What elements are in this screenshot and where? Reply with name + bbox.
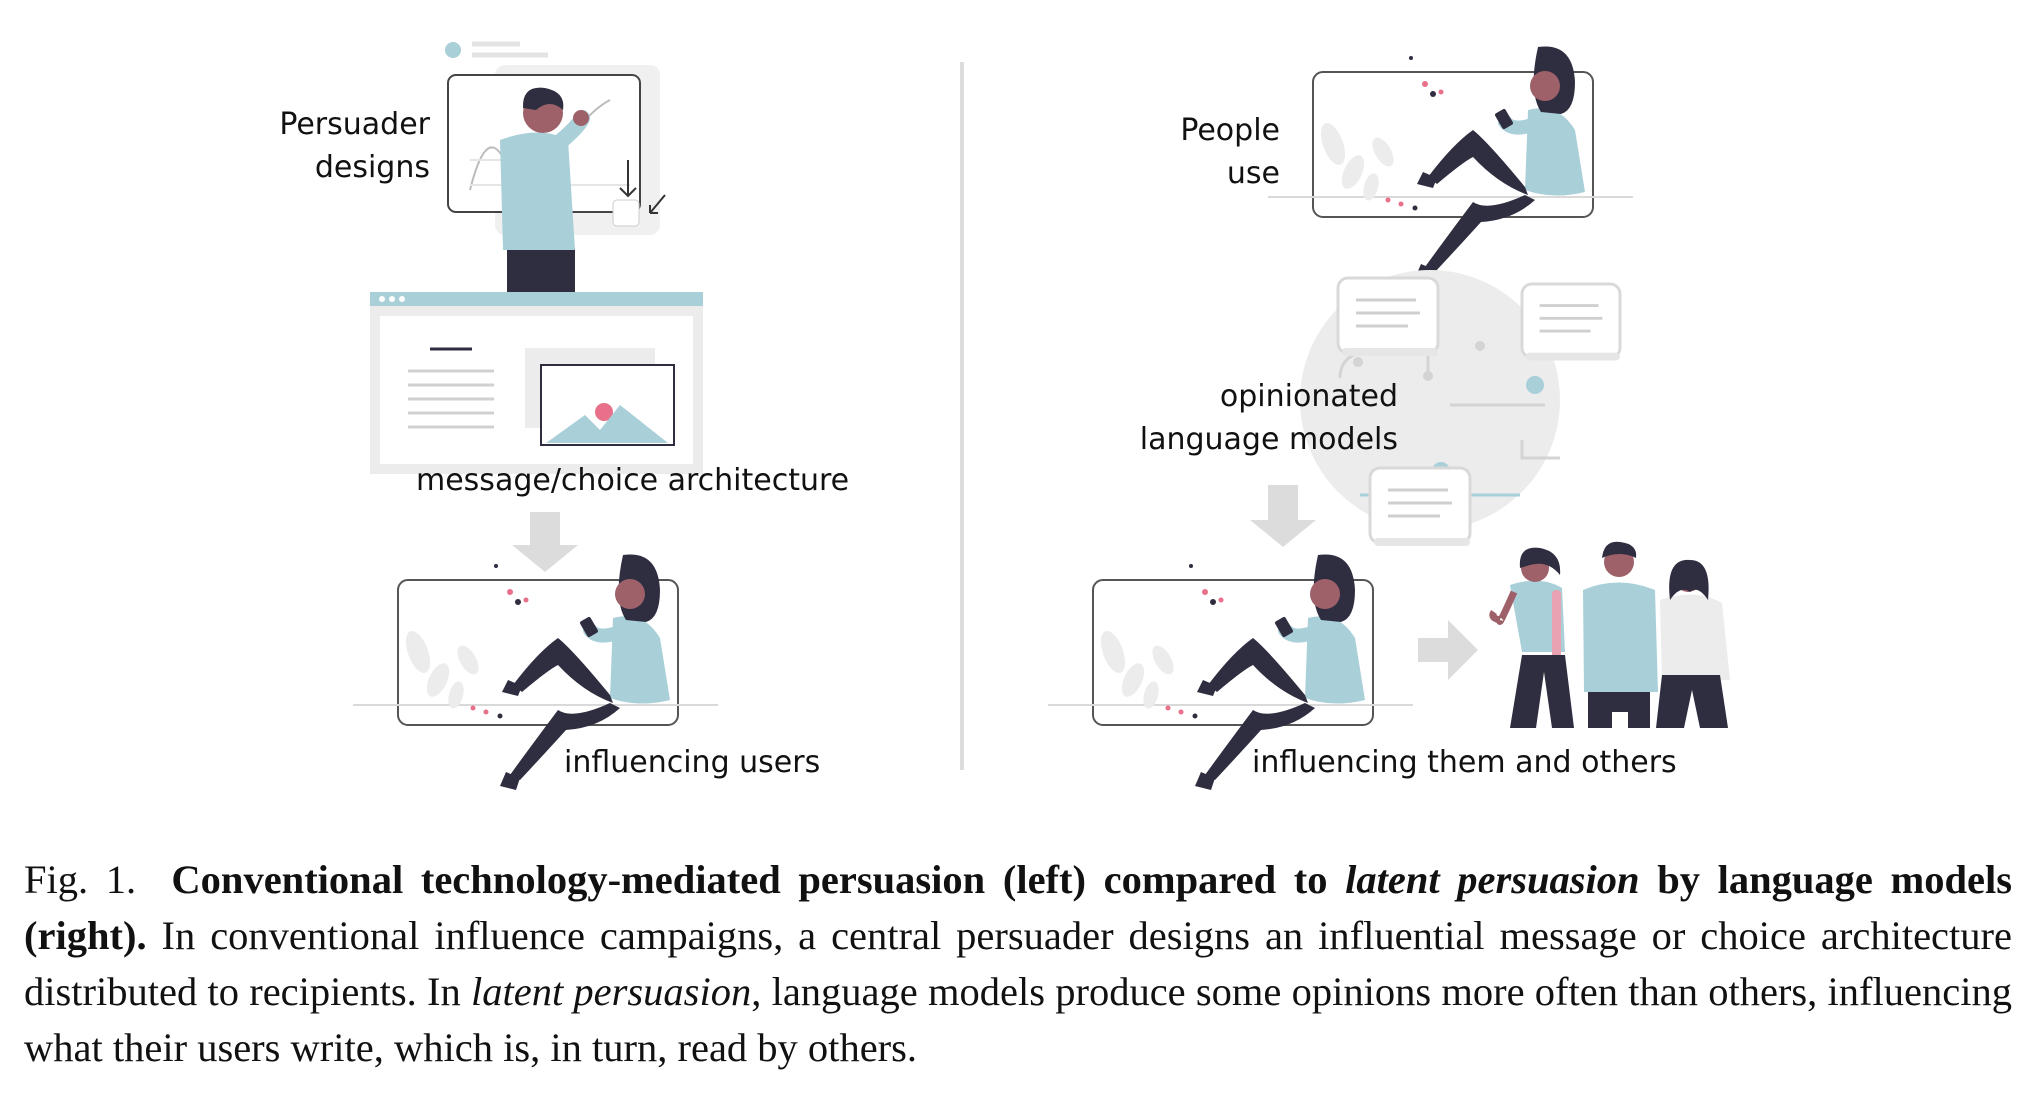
caption-title-italic: latent persuasion bbox=[1345, 857, 1640, 902]
influencing-users-label: influencing users bbox=[564, 745, 821, 780]
caption-body-part1: In conventional influence campaigns, a c… bbox=[24, 913, 2012, 1014]
message-screen-illustration bbox=[370, 292, 703, 474]
people-illustration bbox=[1268, 46, 1633, 282]
right-arrow-icon bbox=[1418, 620, 1478, 680]
down-arrow-icon bbox=[512, 512, 578, 572]
caption-title-part2: by language models (right). bbox=[24, 857, 2013, 958]
caption-body-italic: latent persuasion bbox=[470, 969, 752, 1014]
caption-fig-label: Fig. 1. bbox=[24, 857, 137, 902]
caption-title: Conventional technology-mediated persuas… bbox=[24, 857, 2012, 958]
persuader-label: Persuader designs bbox=[279, 107, 430, 185]
message-label: message/choice architecture bbox=[416, 463, 850, 498]
down-arrow-icon bbox=[1250, 485, 1316, 547]
people-use-label: People use bbox=[1180, 113, 1280, 191]
language-models-label: opinionated language models bbox=[1139, 379, 1398, 457]
figure-caption: Fig. 1. Conventional technology-mediated… bbox=[24, 852, 2012, 1076]
caption-title-part1: Conventional technology-mediated persuas… bbox=[171, 857, 1328, 902]
figure-illustration bbox=[0, 0, 1730, 800]
persuader-illustration bbox=[445, 41, 666, 294]
influencing-others-label: influencing them and others bbox=[1252, 745, 1677, 780]
caption-body-part2: , language models produce some opinions … bbox=[24, 969, 2012, 1070]
others-group-illustration bbox=[1489, 541, 1730, 728]
language-model-illustration bbox=[1300, 270, 1622, 548]
figure: Persuader designs message/choice archite… bbox=[0, 0, 1730, 800]
